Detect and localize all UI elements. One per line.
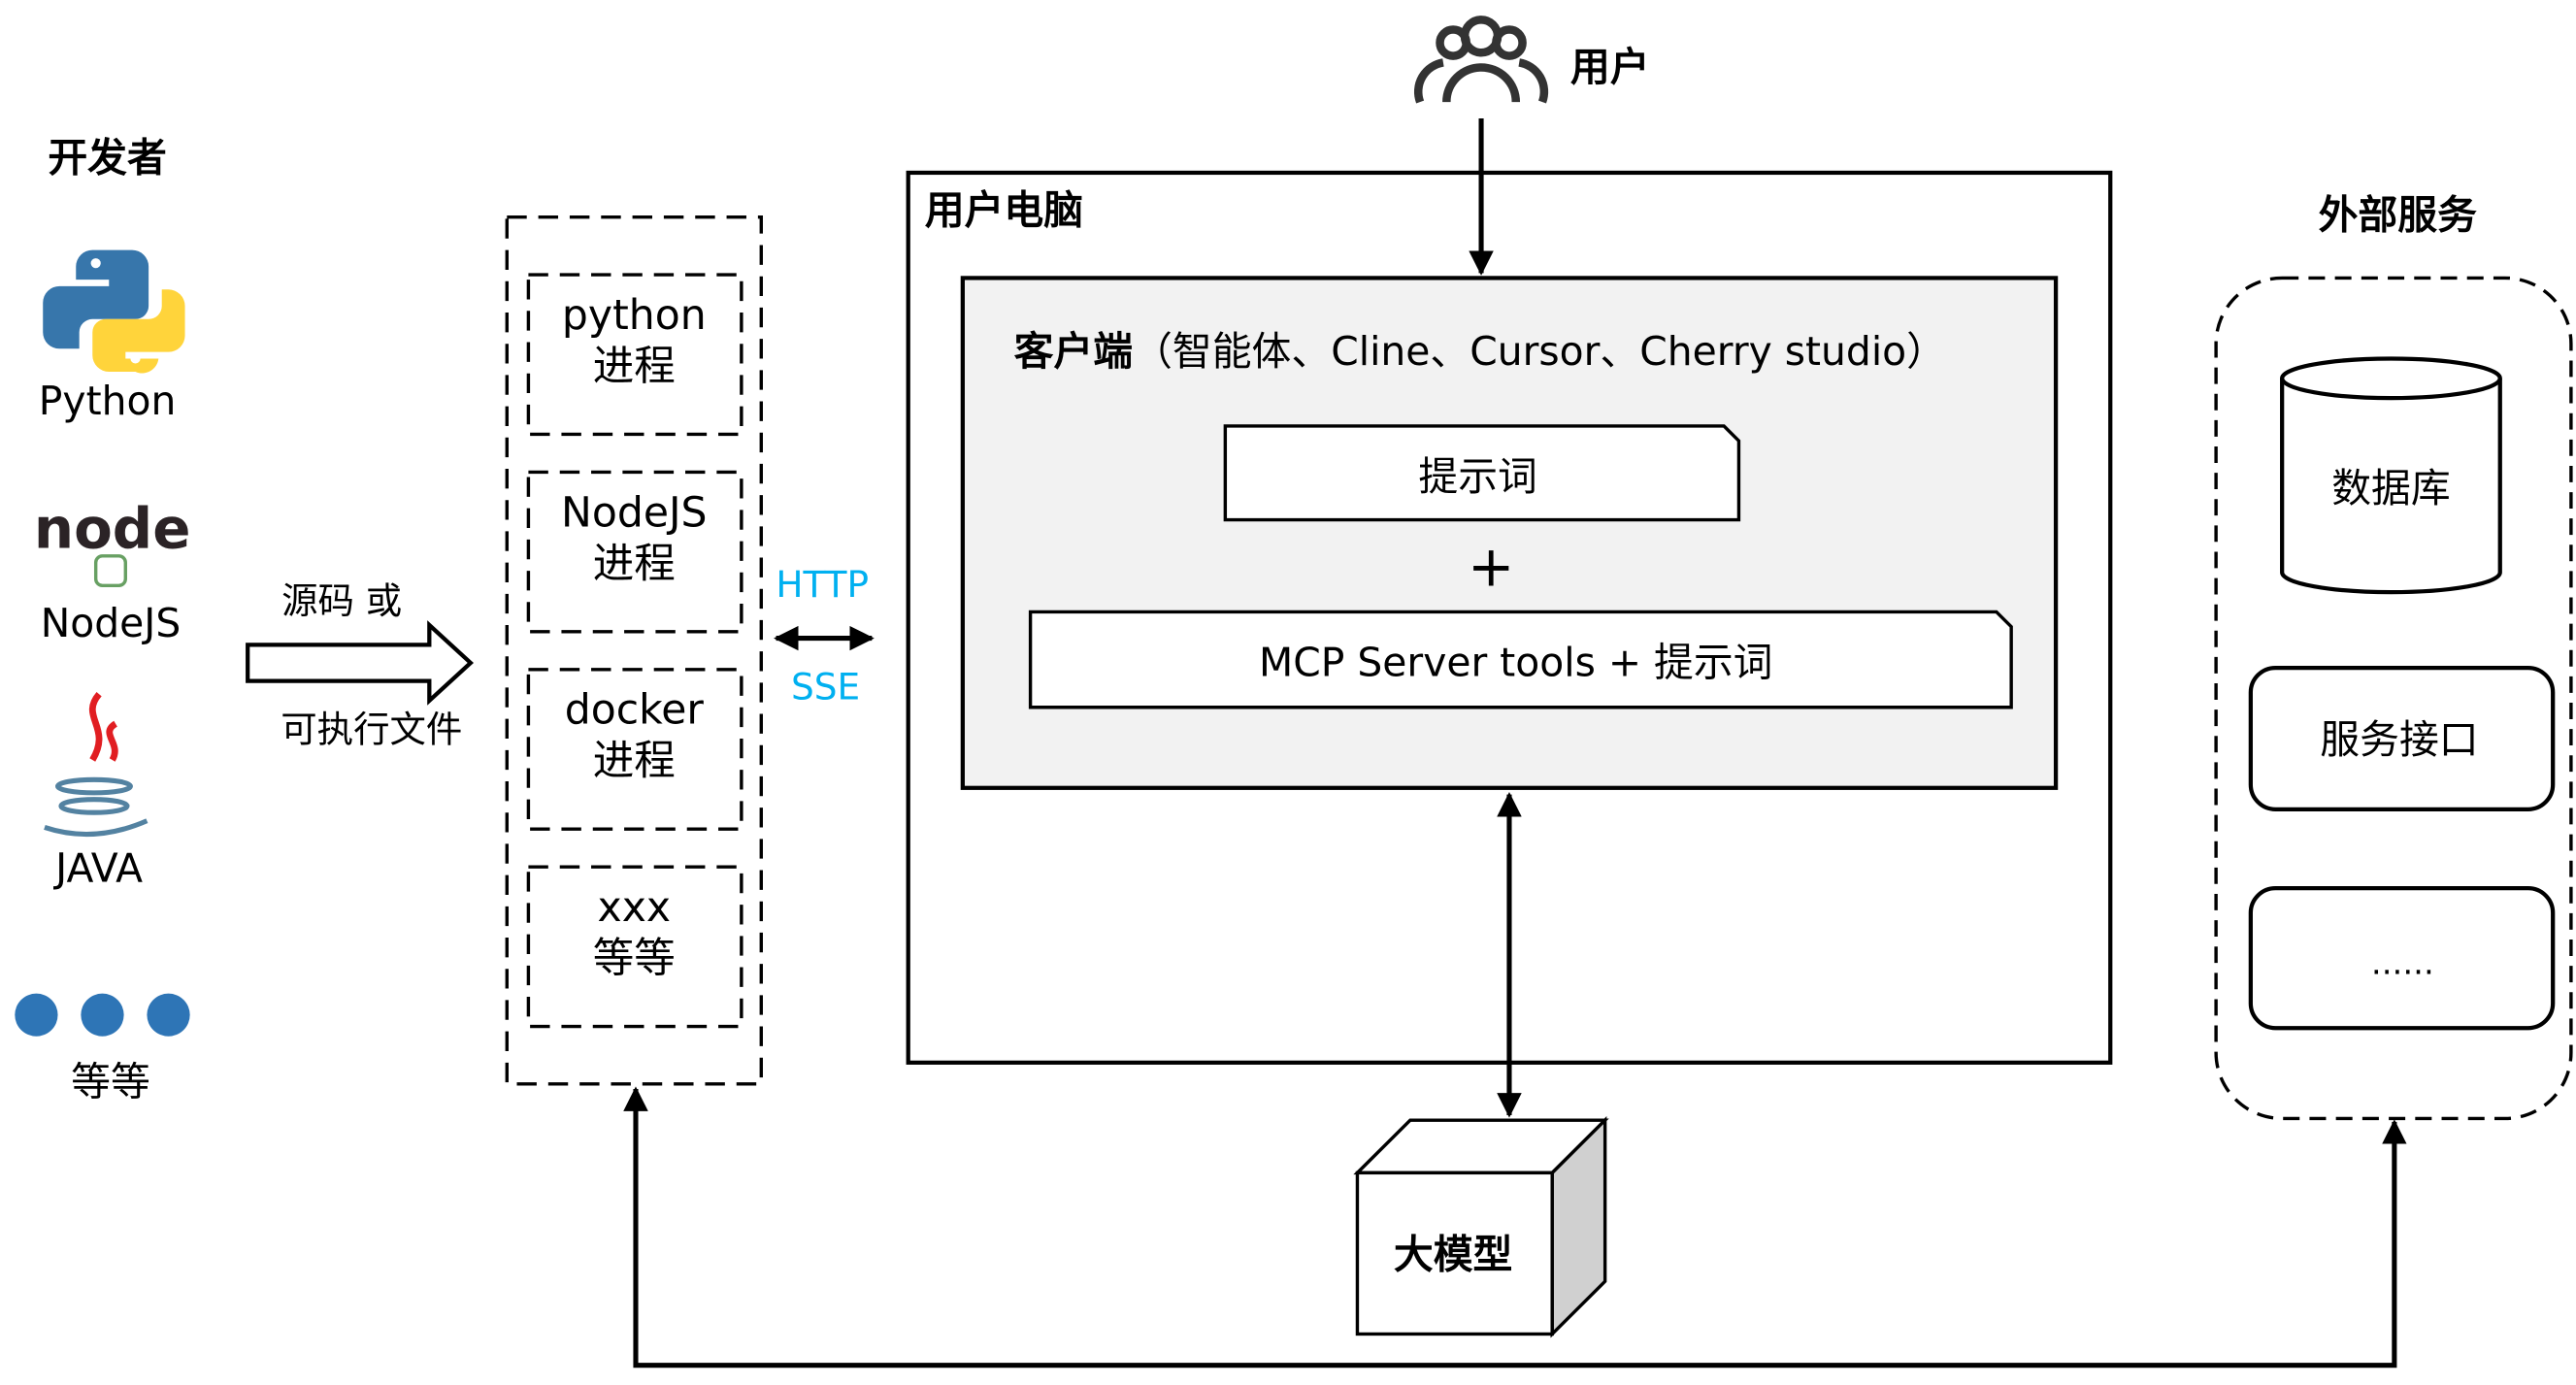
hollow-arrow-icon <box>246 620 475 706</box>
transfer-bottom-label: 可执行文件 <box>281 708 462 750</box>
process-box-xxx: xxx 等等 <box>526 865 743 1029</box>
nodejs-label: NodeJS <box>41 600 182 646</box>
java-logo-icon <box>44 691 149 838</box>
bottom-connector-arrow <box>623 1086 2407 1369</box>
process-box-python: python 进程 <box>526 273 743 437</box>
svg-text:docker: docker <box>565 687 705 735</box>
plus-sign: + <box>1468 533 1514 599</box>
svg-text:进程: 进程 <box>593 541 676 588</box>
mcp-tools-label: MCP Server tools + 提示词 <box>1259 640 1772 686</box>
svg-text:node: node <box>34 495 191 561</box>
svg-text:进程: 进程 <box>593 738 676 785</box>
prompt-box <box>1223 424 1741 522</box>
java-label: JAVA <box>52 844 143 891</box>
process-group <box>505 215 763 1086</box>
etc-label: 等等 <box>71 1059 150 1105</box>
llm-cube-icon <box>1353 1116 1609 1338</box>
user-label: 用户 <box>1570 44 1650 90</box>
mcp-tools-box <box>1028 610 2013 709</box>
user-computer-title: 用户电脑 <box>925 187 1083 234</box>
client-title-row: 客户端（智能体、Cline、Cursor、Cherry studio） <box>1014 328 1946 375</box>
http-label: HTTP <box>776 563 869 606</box>
client-title: 客户端 <box>1014 328 1133 375</box>
nodejs-logo-icon: node <box>34 495 191 588</box>
external-title: 外部服务 <box>2319 192 2478 239</box>
users-icon <box>1414 16 1549 104</box>
api-label: 服务接口 <box>2320 716 2478 763</box>
svg-text:NodeJS: NodeJS <box>561 489 708 537</box>
developers-title: 开发者 <box>48 134 166 181</box>
prompt-label: 提示词 <box>1418 453 1536 500</box>
python-logo-icon <box>43 249 185 374</box>
svg-text:xxx: xxx <box>598 884 671 932</box>
dots-icon <box>15 993 190 1037</box>
svg-text:等等: 等等 <box>593 936 676 983</box>
sse-label: SSE <box>791 665 860 708</box>
svg-text:python: python <box>562 292 707 340</box>
svg-text:进程: 进程 <box>593 344 676 391</box>
llm-label: 大模型 <box>1394 1232 1512 1278</box>
api-box <box>2248 665 2556 811</box>
more-label: ...... <box>2371 943 2434 982</box>
client-subtitle: （智能体、Cline、Cursor、Cherry studio） <box>1133 328 1946 375</box>
transfer-top-label: 源码 或 <box>281 579 402 622</box>
database-label: 数据库 <box>2331 465 2450 511</box>
more-box <box>2248 886 2556 1031</box>
process-box-nodejs: NodeJS 进程 <box>526 470 743 634</box>
process-box-docker: docker 进程 <box>526 668 743 831</box>
database-icon <box>2280 356 2502 595</box>
python-label: Python <box>39 378 177 424</box>
